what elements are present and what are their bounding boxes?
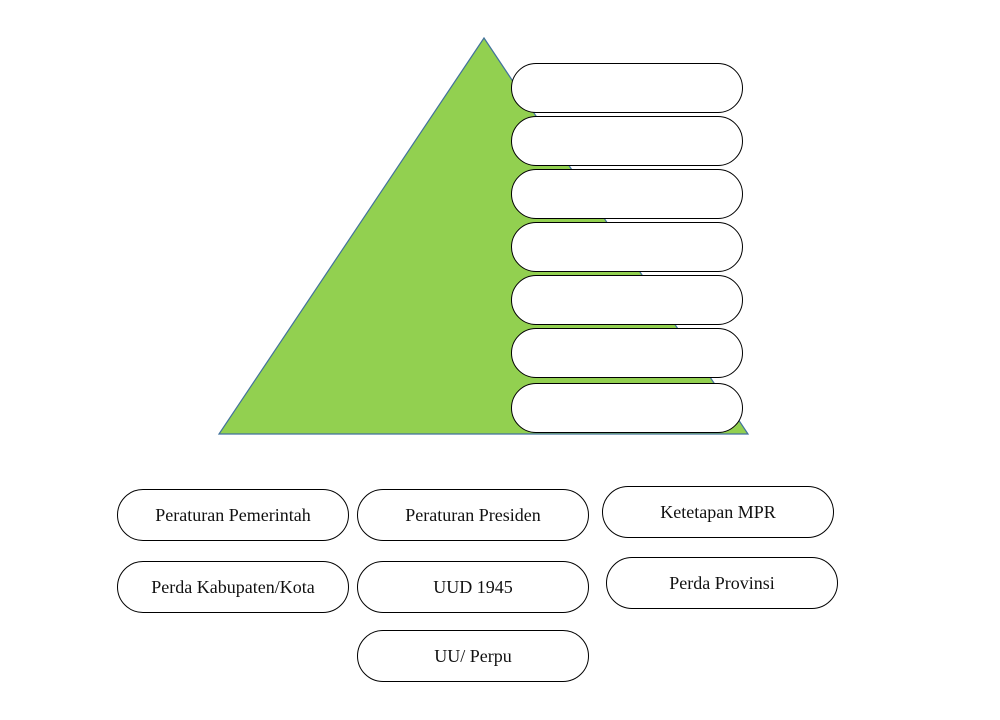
drop-slot-6[interactable] <box>511 328 743 378</box>
chip-peraturan-pemerintah[interactable]: Peraturan Pemerintah <box>117 489 349 541</box>
chip-uu-perpu[interactable]: UU/ Perpu <box>357 630 589 682</box>
drop-slot-7[interactable] <box>511 383 743 433</box>
chip-perda-kabupaten-kota[interactable]: Perda Kabupaten/Kota <box>117 561 349 613</box>
drop-slot-4[interactable] <box>511 222 743 272</box>
drop-slot-5[interactable] <box>511 275 743 325</box>
chip-peraturan-presiden[interactable]: Peraturan Presiden <box>357 489 589 541</box>
chip-uud-1945[interactable]: UUD 1945 <box>357 561 589 613</box>
chip-ketetapan-mpr[interactable]: Ketetapan MPR <box>602 486 834 538</box>
drop-slot-3[interactable] <box>511 169 743 219</box>
drop-slot-1[interactable] <box>511 63 743 113</box>
drop-slot-2[interactable] <box>511 116 743 166</box>
chip-perda-provinsi[interactable]: Perda Provinsi <box>606 557 838 609</box>
